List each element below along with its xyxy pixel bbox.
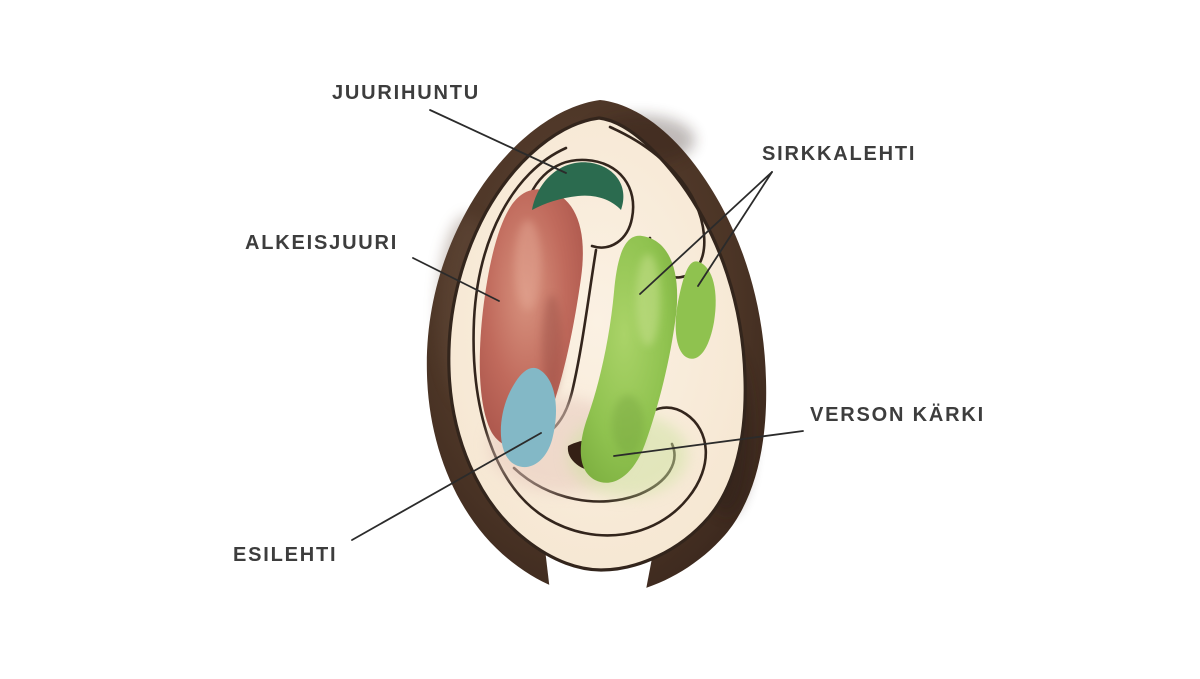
- pointer-lines: [351, 109, 804, 541]
- pointer-line-juurihuntu: [429, 109, 567, 174]
- pointer-line-sirkkalehti-small: [697, 171, 773, 287]
- pointer-line-alkeisjuuri: [412, 257, 500, 302]
- cotyledon-highlight: [636, 254, 660, 346]
- label-verson-karki: VERSON KÄRKI: [810, 404, 985, 426]
- radicle-highlight: [515, 220, 541, 310]
- cotyledon-small-shape: [675, 261, 716, 359]
- label-sirkkalehti: SIRKKALEHTI: [762, 143, 917, 165]
- label-alkeisjuuri: ALKEISJUURI: [245, 232, 399, 254]
- radicle-shadow: [542, 295, 562, 395]
- root-cap-shape: [532, 162, 624, 210]
- pointer-line-sirkkalehti-large: [639, 171, 773, 295]
- cotyledon-shadow: [612, 395, 644, 455]
- pointer-line-verson-karki: [613, 430, 804, 457]
- prophyll-shape: [500, 367, 556, 468]
- label-esilehti: ESILEHTI: [233, 544, 338, 566]
- pointer-line-esilehti: [351, 432, 542, 541]
- label-juurihuntu: JUURIHUNTU: [332, 82, 480, 104]
